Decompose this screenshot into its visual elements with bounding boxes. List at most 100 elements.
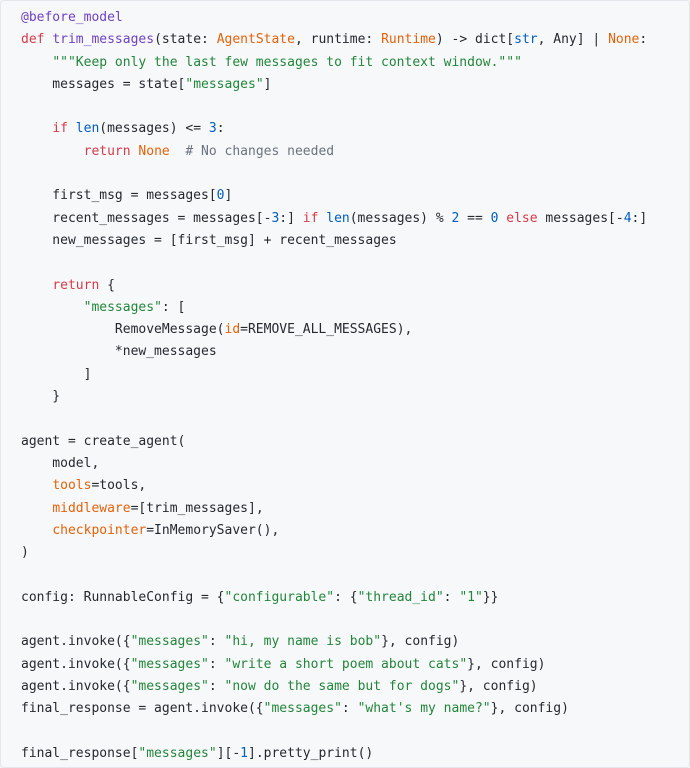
code-line: config: RunnableConfig = {"configurable"… xyxy=(21,587,689,609)
code-token: RemoveMessage( xyxy=(21,322,225,338)
code-token: model, xyxy=(21,455,100,471)
code-line: ] xyxy=(21,364,689,386)
code-token: "1" xyxy=(459,589,483,605)
code-token: messages = state[ xyxy=(21,76,186,92)
code-token: : { xyxy=(334,589,358,605)
code-token: (messages) <= xyxy=(99,121,209,137)
code-token: final_response[ xyxy=(21,745,139,761)
code-token: return xyxy=(83,143,139,159)
code-line: final_response = agent.invoke({"messages… xyxy=(21,698,689,720)
code-line: ​ xyxy=(21,721,689,743)
code-token: }, config) xyxy=(381,634,460,650)
code-token: final_response = agent.invoke({ xyxy=(21,701,264,717)
code-token: "messages" xyxy=(130,634,209,650)
code-token: "configurable" xyxy=(224,589,335,605)
code-token: "messages" xyxy=(263,701,342,717)
code-line: @before_model xyxy=(21,7,689,29)
code-token: =REMOVE_ALL_MESSAGES), xyxy=(240,322,413,338)
code-token: 0 xyxy=(490,210,499,226)
code-token: if xyxy=(302,210,327,226)
code-token: :] xyxy=(279,210,303,226)
code-token: , runtime: xyxy=(294,32,382,48)
code-token: new_messages = [first_msg] + recent_mess… xyxy=(21,232,397,248)
code-token: ] xyxy=(263,76,272,92)
code-token: : xyxy=(443,589,460,605)
code-token: : [ xyxy=(161,299,186,315)
code-line: agent.invoke({"messages": "write a short… xyxy=(21,654,689,676)
code-line: "messages": [ xyxy=(21,297,689,319)
code-token: recent_messages = messages[- xyxy=(21,210,272,226)
code-token: }, config) xyxy=(490,701,569,717)
code-token: agent.invoke({ xyxy=(21,656,131,672)
code-token: None xyxy=(608,32,640,48)
code-line: RemoveMessage(id=REMOVE_ALL_MESSAGES), xyxy=(21,319,689,341)
code-line: ​ xyxy=(21,96,689,118)
code-token: { xyxy=(107,277,115,293)
code-token: @before_model xyxy=(21,10,123,25)
code-token xyxy=(21,300,84,315)
code-token: "messages" xyxy=(138,745,217,761)
code-token: 2 xyxy=(451,210,460,226)
code-token: id xyxy=(224,322,241,338)
code-line: ​ xyxy=(21,609,689,631)
code-token: =[trim_messages], xyxy=(130,500,264,516)
code-line: return None # No changes needed xyxy=(21,141,689,163)
code-token: ] xyxy=(21,366,92,382)
code-token: : xyxy=(208,678,225,694)
code-token: "what's my name?" xyxy=(357,701,491,717)
code-token: Runtime xyxy=(381,32,436,48)
code-token: agent.invoke({ xyxy=(21,634,131,650)
code-token: agent = create_agent( xyxy=(21,433,186,449)
code-token: }} xyxy=(482,589,499,605)
code-token: , Any] | xyxy=(537,32,609,48)
code-line: model, xyxy=(21,453,689,475)
code-token: len xyxy=(326,210,350,226)
code-token: agent.invoke({ xyxy=(21,678,131,694)
code-token: ] xyxy=(224,188,233,204)
code-token: ].pretty_print() xyxy=(248,745,374,761)
code-line: messages = state["messages"] xyxy=(21,74,689,96)
code-token: middleware xyxy=(52,500,131,516)
code-token: : xyxy=(639,32,648,48)
code-line: ) xyxy=(21,542,689,564)
code-line: agent.invoke({"messages": "now do the sa… xyxy=(21,676,689,698)
code-token: messages[- xyxy=(545,210,624,226)
code-token: *new_messages xyxy=(21,344,217,360)
code-line: middleware=[trim_messages], xyxy=(21,498,689,520)
code-token: first_msg = messages[ xyxy=(21,188,217,204)
code-token: "write a short poem about cats" xyxy=(224,656,468,672)
code-token: return xyxy=(52,277,108,293)
code-token xyxy=(170,144,186,159)
code-token: None xyxy=(138,143,170,159)
code-token: 1 xyxy=(240,745,248,761)
code-token: =InMemorySaver(), xyxy=(146,522,280,538)
code-line: ​ xyxy=(21,564,689,586)
code-token: :] xyxy=(631,210,648,226)
code-token: "messages" xyxy=(130,678,209,694)
code-token xyxy=(21,501,52,516)
code-token: "messages" xyxy=(130,656,209,672)
code-token: }, config) xyxy=(467,656,546,672)
code-line: *new_messages xyxy=(21,341,689,363)
code-line: first_msg = messages[0] xyxy=(21,185,689,207)
code-token: =tools, xyxy=(91,478,147,494)
code-token: 0 xyxy=(216,188,225,204)
code-line: tools=tools, xyxy=(21,475,689,497)
code-token: checkpointer xyxy=(52,522,147,538)
code-token: if xyxy=(52,121,76,137)
code-token: tools xyxy=(52,478,92,494)
code-token: 4 xyxy=(623,210,632,226)
code-token: # No changes needed xyxy=(185,143,335,159)
code-token: ][- xyxy=(216,745,241,761)
code-token: } xyxy=(21,389,61,405)
code-token: str xyxy=(514,32,538,48)
code-token: config: RunnableConfig = { xyxy=(21,589,225,605)
code-line: final_response["messages"][-1].pretty_pr… xyxy=(21,743,689,765)
code-line: def trim_messages(state: AgentState, run… xyxy=(21,29,689,51)
code-line: new_messages = [first_msg] + recent_mess… xyxy=(21,230,689,252)
code-token xyxy=(21,55,52,70)
code-token xyxy=(21,121,52,136)
code-line: ​ xyxy=(21,252,689,274)
